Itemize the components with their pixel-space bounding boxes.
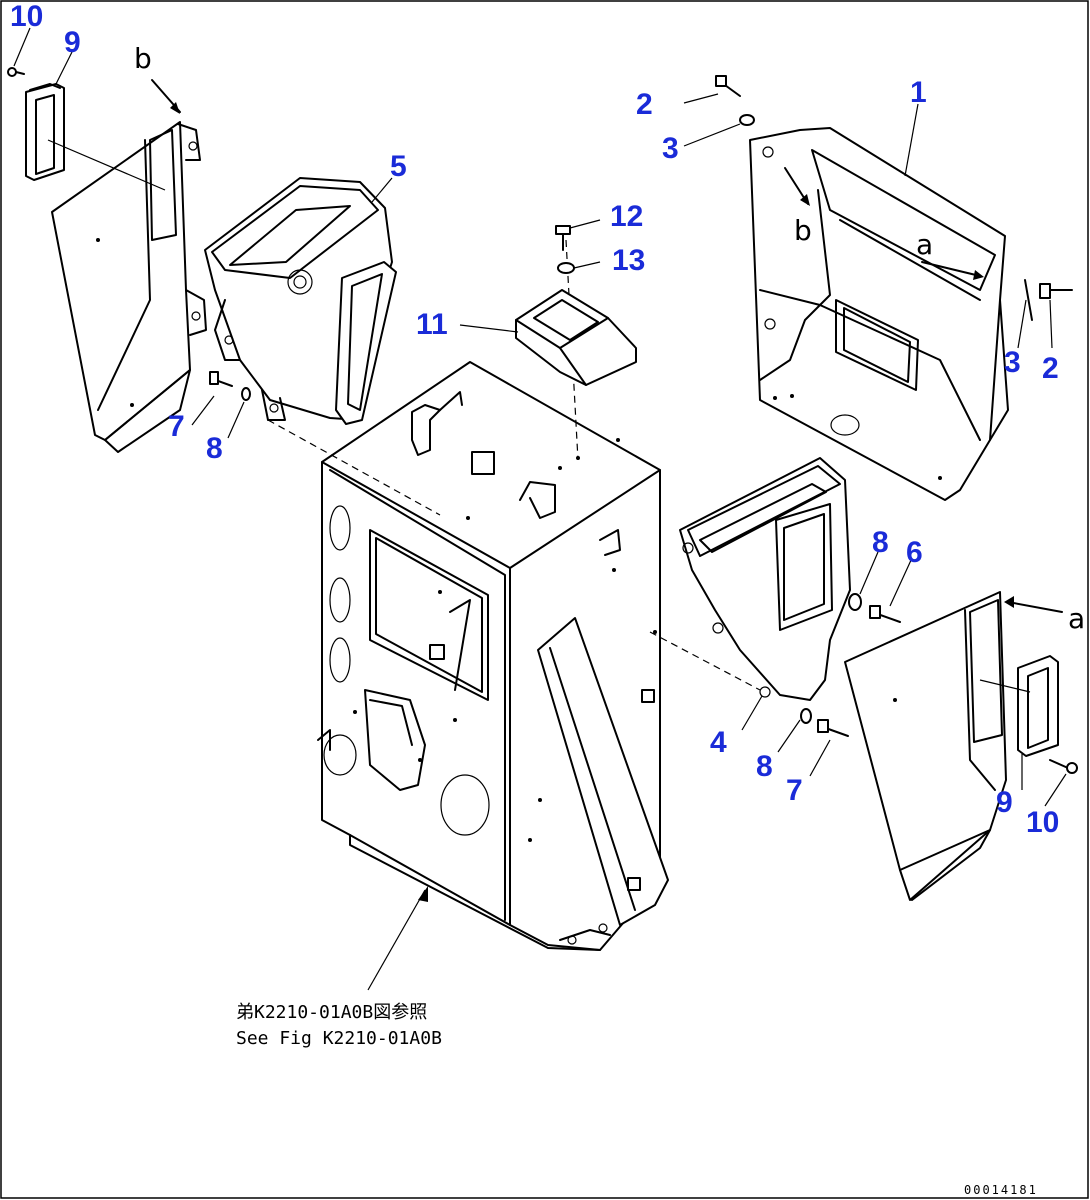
callout-7-left: 7 xyxy=(168,410,185,443)
callout-2-top: 2 xyxy=(636,88,653,121)
callout-10-right: 10 xyxy=(1026,806,1059,839)
right-duct-part xyxy=(679,457,851,701)
callout-4: 4 xyxy=(710,726,727,759)
callout-5: 5 xyxy=(390,150,407,183)
callout-7-right: 7 xyxy=(786,774,803,807)
right-side-cover xyxy=(844,591,1007,901)
left-grab-handle xyxy=(25,83,65,181)
main-console-frame xyxy=(317,361,669,951)
callout-8-left: 8 xyxy=(206,432,223,465)
mount-line-left xyxy=(267,419,441,516)
right-grab-handle xyxy=(1017,655,1059,757)
callout-10-left: 10 xyxy=(10,0,43,33)
drawing-code: 00014181 xyxy=(964,1183,1038,1197)
right-small-bolt xyxy=(1049,759,1078,774)
left-duct-part xyxy=(204,177,397,425)
callout-8-lower-right: 8 xyxy=(756,750,773,783)
callout-2-right: 2 xyxy=(1042,352,1059,385)
callout-3-right: 3 xyxy=(1004,346,1021,379)
reference-arrow-head xyxy=(418,886,428,902)
callout-8-upper-right: 8 xyxy=(872,526,889,559)
callout-13: 13 xyxy=(612,244,645,277)
callout-11: 11 xyxy=(416,308,448,341)
reference-note-en: See Fig K2210-01A0B xyxy=(236,1028,442,1049)
callout-12: 12 xyxy=(610,200,643,233)
left-small-bolt xyxy=(7,67,25,77)
callout-9-left: 9 xyxy=(64,26,81,59)
view-letter-b-left: b xyxy=(134,42,152,75)
left-bolt-washer xyxy=(209,371,251,401)
right-top-bolts xyxy=(715,75,1073,321)
callout-1: 1 xyxy=(910,76,927,109)
view-letter-b-right: b xyxy=(794,214,812,247)
right-bolts-washers xyxy=(800,593,901,737)
callout-6: 6 xyxy=(906,536,923,569)
mount-line-right xyxy=(649,631,761,691)
view-letter-a-top: a xyxy=(916,228,933,261)
left-side-cover xyxy=(51,121,207,453)
view-arrow-a-top xyxy=(921,261,981,277)
reference-note-jp: 弟K2210-01A0B図参照 xyxy=(236,1002,427,1023)
leader-lines xyxy=(13,27,1067,991)
view-arrow-a-right xyxy=(1007,601,1063,613)
view-letter-a-right: a xyxy=(1068,602,1085,635)
right-top-cover xyxy=(749,127,1009,501)
callout-9-right: 9 xyxy=(996,786,1013,819)
callout-3-top: 3 xyxy=(662,132,679,165)
